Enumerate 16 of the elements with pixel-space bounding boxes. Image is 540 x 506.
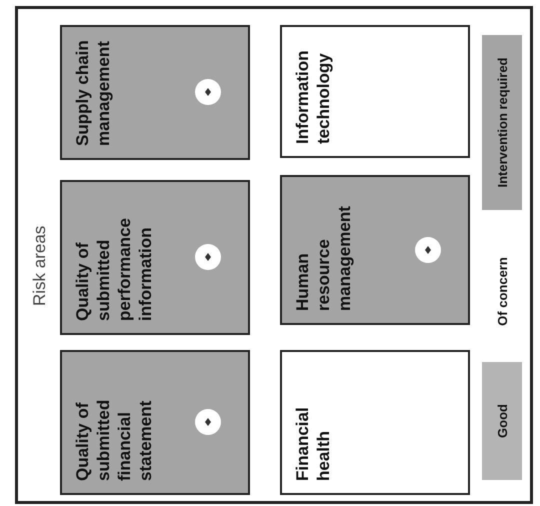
legend-label: Good xyxy=(494,404,510,438)
risk-area-box xyxy=(280,175,470,325)
risk-area-label: Human resource management xyxy=(292,205,355,311)
risk-area-box xyxy=(60,180,250,335)
risk-area-label: Quality of submitted financial statement xyxy=(72,398,156,481)
risk-area-label: Financial health xyxy=(292,406,334,481)
risk-area-box xyxy=(60,25,250,160)
risk-area-box xyxy=(280,350,470,495)
risk-area-label: Quality of submitted performance information xyxy=(72,217,156,321)
title: Risk areas xyxy=(30,226,50,306)
risk-area-label: Information technology xyxy=(292,50,334,144)
risk-area-box xyxy=(280,25,470,158)
legend-label: Intervention required xyxy=(494,57,510,188)
risk-area-box xyxy=(60,350,250,495)
risk-area-label: Supply chain management xyxy=(72,39,114,146)
legend-label: Of concern xyxy=(494,257,510,326)
